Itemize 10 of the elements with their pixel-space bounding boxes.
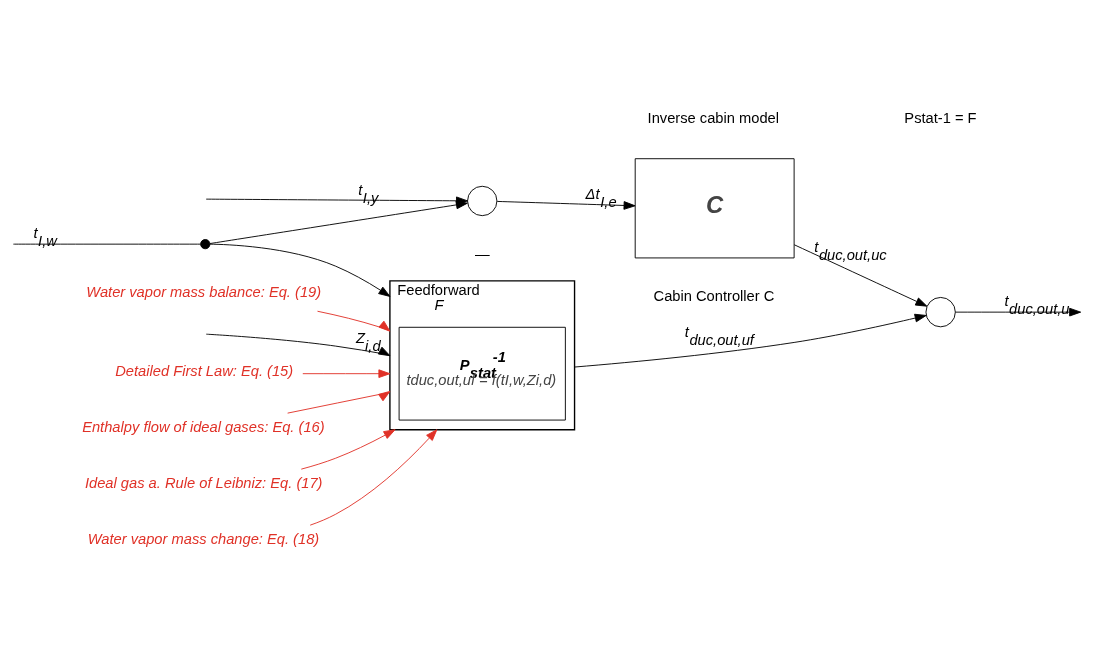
node-text: Water vapor mass change: Eq. (18)	[87, 530, 320, 547]
node-label: Cabin Controller C	[653, 287, 775, 304]
node-text: Detailed First Law: Eq. (15)	[115, 362, 294, 379]
node-label: —	[474, 245, 490, 262]
node-text: Ideal gas a. Rule of Leibniz: Eq. (17)	[84, 474, 323, 491]
node-text: Water vapor mass balance: Eq. (19)	[86, 283, 322, 300]
label: Inverse cabin model	[647, 109, 780, 126]
node-label: Feedforward	[397, 281, 480, 298]
node-text: Enthalpy flow of ideal gases: Eq. (16)	[82, 418, 325, 435]
label: Pstat-1 = F	[904, 109, 977, 126]
